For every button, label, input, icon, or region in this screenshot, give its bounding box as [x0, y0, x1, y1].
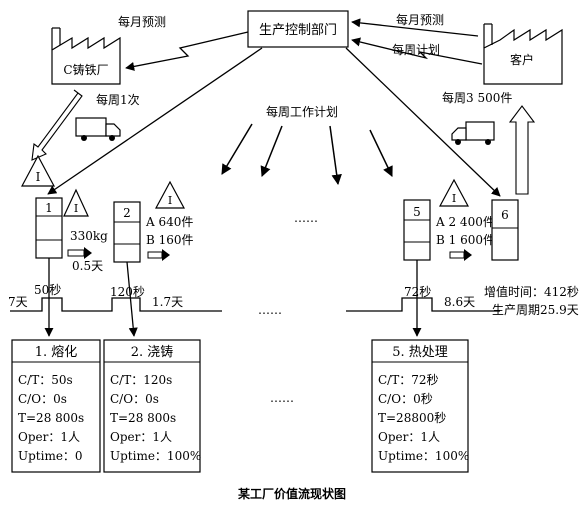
customer-plan-label: 每周计划: [392, 42, 440, 57]
supplier-forecast-arrow: [125, 31, 249, 71]
push-arrow-5-icon: [449, 249, 472, 261]
timeline-t2-sec: 120秒: [110, 285, 145, 299]
data-box-2-row: Uptime：100%: [110, 449, 201, 463]
customer-forecast-label: 每月预测: [396, 12, 444, 27]
process-6-number: 6: [501, 208, 509, 222]
process-box-6: [491, 199, 519, 261]
customer-push-arrow: [508, 105, 536, 195]
inventory-5-a: A 2 400件: [435, 215, 495, 229]
push-arrow-2-icon: [147, 249, 170, 261]
customer-forecast-arrow: [351, 18, 479, 37]
process-2-number: 2: [123, 206, 131, 220]
customer-factory: 客户: [483, 23, 563, 85]
timeline-t0-days: 7天: [8, 295, 28, 309]
inventory-2-b: B 160件: [146, 233, 194, 247]
customer-plan-arrow: [351, 37, 483, 65]
customer-label: 客户: [510, 52, 534, 67]
data-box-1: 1. 熔化 C/T：50s C/O：0s T=28 800s Oper：1人 U…: [11, 339, 101, 473]
connector-p2: [126, 261, 138, 337]
schedule-arrow-c: [369, 129, 393, 177]
data-box-5-row: Uptime：100%: [378, 449, 469, 463]
supplier-forecast-label: 每月预测: [118, 14, 166, 29]
supplier-push-arrow: [31, 89, 83, 161]
data-box-5: 5. 热处理 C/T：72秒 C/O：0秒 T=28800秒 Oper：1人 U…: [371, 339, 469, 473]
data-box-5-row: C/O：0秒: [378, 392, 433, 406]
schedule-arrow-b: [329, 125, 342, 186]
inventory-5-b: B 1 600件: [436, 233, 495, 247]
value-added-time: 增值时间：412秒: [484, 284, 579, 299]
inventory-1-label: I: [74, 202, 78, 215]
weekly-schedule-label: 每周工作计划: [266, 104, 338, 119]
ellipsis-boxes: ……: [270, 391, 294, 405]
timeline-t2-days: 1.7天: [152, 295, 183, 309]
schedule-arrow-a: [260, 125, 283, 177]
inventory-triangle-1: [63, 188, 89, 217]
data-box-1-row: Uptime：0: [18, 449, 83, 463]
data-box-1-row: C/O：0s: [18, 392, 67, 406]
inventory-2-label: I: [168, 194, 172, 207]
supplier-ship-label: 每周1次: [96, 92, 140, 107]
customer-ship-label: 每周3 500件: [442, 90, 512, 105]
timeline-t1-sec: 50秒: [34, 283, 61, 297]
production-control-box: [247, 10, 349, 48]
data-box-5-row: Oper：1人: [378, 430, 440, 444]
data-box-1-row: Oper：1人: [18, 430, 80, 444]
data-box-2-row: T=28 800s: [110, 411, 176, 425]
ellipsis-timeline: ……: [258, 303, 282, 317]
ellipsis-top: ……: [294, 211, 318, 225]
timeline-right: [346, 297, 500, 312]
process-5-number: 5: [413, 205, 421, 219]
schedule-arrow-p1: [47, 47, 263, 195]
inventory-5-label: I: [452, 192, 456, 205]
data-box-1-title: 1. 熔化: [35, 345, 78, 360]
data-box-2: 2. 浇铸 C/T：120s C/O：0s T=28 800s Oper：1人 …: [103, 339, 201, 473]
timeline-t5-days: 8.6天: [444, 295, 475, 309]
process-1-number: 1: [45, 201, 53, 215]
data-box-2-row: C/T：120s: [110, 373, 172, 387]
inventory-1-days: 0.5天: [72, 259, 103, 273]
inventory-triangle-0: [21, 154, 55, 187]
supplier-truck-icon: [75, 117, 121, 141]
data-box-2-row: C/O：0s: [110, 392, 159, 406]
inventory-0-label: I: [36, 170, 41, 184]
data-box-5-title: 5. 热处理: [392, 345, 448, 360]
process-box-5: [403, 199, 431, 261]
data-box-2-title: 2. 浇铸: [131, 344, 174, 360]
push-arrow-1-icon: [67, 247, 92, 259]
data-box-5-row: C/T：72秒: [378, 373, 439, 387]
supplier-label: C铸铁厂: [63, 62, 108, 77]
data-box-2-row: Oper：1人: [110, 430, 172, 444]
inventory-1-qty: 330kg: [70, 229, 108, 243]
process-box-1: [35, 197, 63, 259]
timeline-left: [10, 297, 222, 312]
schedule-arrow-p6: [345, 47, 501, 197]
inventory-triangle-2: [154, 180, 186, 209]
inventory-triangle-5: [438, 178, 470, 207]
figure-caption: 某工厂价值流现状图: [238, 486, 346, 501]
production-lead-time: 生产周期25.9天: [492, 303, 579, 317]
customer-truck-icon: [451, 121, 495, 145]
data-box-5-row: T=28800秒: [378, 411, 446, 425]
data-box-1-row: C/T：50s: [18, 373, 73, 387]
production-control-label: 生产控制部门: [259, 23, 337, 38]
data-box-1-row: T=28 800s: [18, 411, 84, 425]
inventory-2-a: A 640件: [145, 215, 193, 229]
supplier-factory: C铸铁厂: [51, 27, 121, 85]
schedule-arrow-p2: [221, 123, 253, 175]
